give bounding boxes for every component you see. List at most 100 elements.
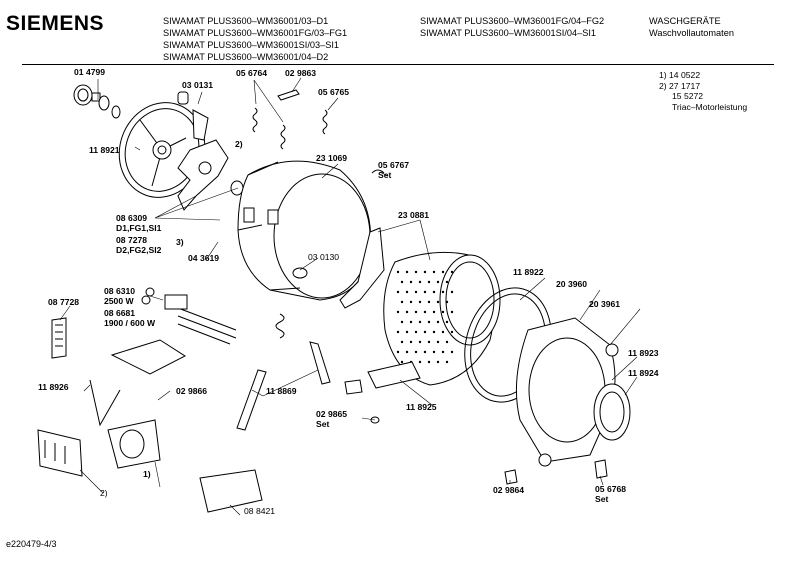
part-label-086309: 08 6309 bbox=[116, 213, 148, 223]
drum-hole bbox=[423, 270, 427, 274]
part-label-030131: 03 0131 bbox=[182, 80, 214, 90]
drum-hole bbox=[405, 310, 409, 314]
note-line: 1) 14 0522 bbox=[659, 70, 701, 80]
drum-hole bbox=[445, 320, 449, 324]
note-line: 15 5272 bbox=[672, 91, 704, 101]
model-list-left: SIWAMAT PLUS3600–WM36001/03–D1 SIWAMAT P… bbox=[163, 15, 347, 63]
drum-hole bbox=[418, 340, 422, 344]
drum-hole bbox=[423, 330, 427, 334]
drum-hole bbox=[432, 350, 436, 354]
drawing-id: e220479-4/3 bbox=[6, 539, 57, 549]
part-label-087728: 08 7728 bbox=[48, 297, 80, 307]
drive-belt bbox=[89, 379, 121, 427]
model-line: SIWAMAT PLUS3600–WM36001SI/03–SI1 bbox=[163, 40, 340, 50]
part-label-029866: 02 9866 bbox=[176, 386, 208, 396]
part-label-118923: 11 8923 bbox=[628, 348, 659, 358]
part-label-203960: 20 3960 bbox=[556, 279, 588, 289]
drum-hole bbox=[400, 280, 404, 284]
part-label-056764: 05 6764 bbox=[236, 68, 268, 78]
part-label-118922: 11 8922 bbox=[513, 267, 544, 277]
variant-label-d1: D1,FG1,SI1 bbox=[116, 223, 162, 233]
wiring-harness bbox=[51, 317, 67, 359]
part-label-118921: 11 8921 bbox=[89, 145, 120, 155]
part-label-056767: 05 6767 bbox=[378, 160, 410, 170]
part-label-086310: 08 6310 bbox=[104, 286, 136, 296]
drum-hole bbox=[414, 330, 418, 334]
part-label-230881: 23 0881 bbox=[398, 210, 430, 220]
leader-lines bbox=[59, 77, 641, 516]
part-label-088421: 08 8421 bbox=[244, 506, 276, 516]
drum-hole bbox=[423, 290, 427, 294]
part-label-203961: 20 3961 bbox=[589, 299, 621, 309]
shock-absorbers bbox=[236, 313, 331, 431]
part-label-043619: 04 3619 bbox=[188, 253, 220, 263]
drum-hole bbox=[400, 320, 404, 324]
header-rule bbox=[22, 64, 774, 65]
drum-hole bbox=[414, 270, 418, 274]
tub-front bbox=[515, 317, 631, 467]
part-label-056768: 05 6768 bbox=[595, 484, 627, 494]
drum-hole bbox=[414, 290, 418, 294]
drum-hole bbox=[450, 310, 454, 314]
set-label-1: Set bbox=[378, 170, 392, 180]
drum-hole bbox=[405, 350, 409, 354]
drum-hole bbox=[396, 350, 400, 354]
footnote-ref-1: 1) bbox=[143, 469, 151, 479]
part-label-030130: 03 0130 bbox=[308, 252, 340, 262]
drum-hole bbox=[436, 360, 440, 364]
drum-hole bbox=[418, 280, 422, 284]
drum-hole bbox=[400, 300, 404, 304]
drum-hole bbox=[450, 330, 454, 334]
footnote-ref-2a: 2) bbox=[235, 139, 243, 149]
part-label-118926: 11 8926 bbox=[38, 382, 69, 392]
drum-hole bbox=[450, 350, 454, 354]
brand-logo: SIEMENS bbox=[6, 12, 105, 35]
motor bbox=[107, 419, 161, 469]
drum-hole bbox=[441, 350, 445, 354]
drum-hole bbox=[427, 280, 431, 284]
drum-hole bbox=[423, 310, 427, 314]
part-label-029864: 02 9864 bbox=[493, 485, 525, 495]
control-module bbox=[37, 429, 83, 477]
suspension-springs bbox=[252, 89, 328, 150]
note-line: 2) 27 1717 bbox=[659, 80, 701, 91]
drum-hole bbox=[396, 310, 400, 314]
part-label-231069: 23 1069 bbox=[316, 153, 348, 163]
drum-hole bbox=[418, 320, 422, 324]
drum-hole bbox=[409, 320, 413, 324]
drum-hole bbox=[436, 300, 440, 304]
drum-hole bbox=[409, 300, 413, 304]
pulley-bolt bbox=[73, 84, 121, 119]
category-line: Waschvollautomaten bbox=[649, 28, 734, 38]
drum-hole bbox=[396, 290, 400, 294]
part-label-118925: 11 8925 bbox=[406, 402, 437, 412]
drum-hole bbox=[409, 340, 413, 344]
drum-hole bbox=[432, 310, 436, 314]
drum-hole bbox=[418, 300, 422, 304]
drum-hole bbox=[427, 340, 431, 344]
part-label-014799: 01 4799 bbox=[74, 67, 106, 77]
drum-hole bbox=[400, 360, 404, 364]
model-line: SIWAMAT PLUS3600–WM36001/04–D2 bbox=[163, 52, 329, 62]
part-label-087278: 08 7278 bbox=[116, 235, 148, 245]
drum-hole bbox=[427, 360, 431, 364]
drum-hole bbox=[436, 320, 440, 324]
drum-hole bbox=[432, 290, 436, 294]
model-line: SIWAMAT PLUS3600–WM36001/03–D1 bbox=[163, 16, 329, 26]
part-label-118869: 11 8869 bbox=[266, 386, 297, 396]
drum-hole bbox=[400, 340, 404, 344]
heating-element bbox=[141, 287, 237, 345]
model-line: SIWAMAT PLUS3600–WM36001SI/04–SI1 bbox=[420, 28, 597, 38]
part-label-029865: 02 9865 bbox=[316, 409, 348, 419]
drum-hole bbox=[414, 310, 418, 314]
drum-hole bbox=[414, 350, 418, 354]
wattage-label-2500: 2500 W bbox=[104, 296, 134, 306]
drum-hole bbox=[427, 320, 431, 324]
model-line: SIWAMAT PLUS3600–WM36001FG/04–FG2 bbox=[420, 16, 605, 26]
drum-hole bbox=[441, 310, 445, 314]
hinge-clips bbox=[344, 361, 608, 485]
part-label-118924: 11 8924 bbox=[628, 368, 659, 378]
set-label-2: Set bbox=[316, 419, 330, 429]
